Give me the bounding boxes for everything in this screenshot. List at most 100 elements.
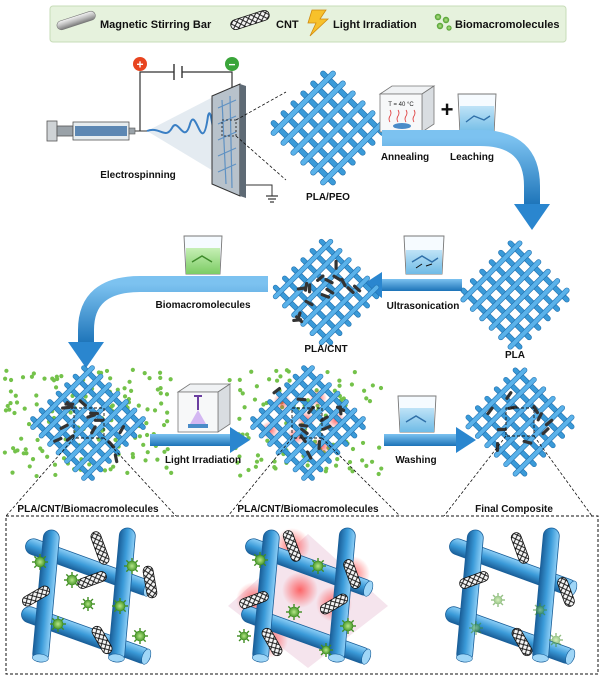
biomacromolecule-icon: [32, 554, 48, 570]
biomacromolecule-icon: [34, 473, 39, 479]
detail-final-composite: [445, 527, 578, 665]
biomacromolecule-faint-icon: [491, 593, 505, 607]
fiber: [300, 91, 365, 156]
cnt-icon: [61, 405, 72, 410]
biomacromolecule-icon: [124, 558, 140, 574]
fiber: [319, 239, 379, 299]
positive-sign: +: [136, 58, 143, 72]
washing-label: Washing: [395, 455, 436, 466]
detail-pla-cnt-bio: [21, 527, 158, 665]
cnt-tube: [261, 627, 283, 657]
fiber: [513, 368, 574, 429]
biomacromolecule-icon: [158, 375, 163, 380]
fiber: [310, 110, 375, 175]
fiber: [498, 278, 560, 340]
biomacromolecule-icon: [147, 376, 152, 381]
cnt-icon: [296, 397, 307, 402]
cnt-tube: [343, 559, 361, 589]
biomacromolecule-icon: [23, 447, 28, 452]
mesh-pla-cnt: [272, 238, 380, 346]
fiber: [56, 391, 120, 455]
biomacromolecule-icon: [238, 473, 243, 478]
biomacromolecule-icon: [112, 598, 128, 614]
zoom-box-1: [73, 407, 105, 439]
biomacromolecules-beaker-icon: [183, 235, 223, 275]
fiber: [291, 267, 351, 327]
biomacromolecule-icon: [125, 470, 130, 475]
pla-cnt-bio-label-2: PLA/CNT/Biomacromolecules: [237, 504, 379, 515]
biomacromolecule-icon: [5, 403, 10, 409]
biomacromolecule-icon: [157, 370, 163, 375]
biomacromolecule-icon: [349, 382, 355, 387]
biomacromolecule-icon: [87, 462, 92, 467]
cnt-icon: [320, 293, 331, 299]
biomacromolecule-icon: [50, 376, 55, 381]
biomacromolecule-icon: [14, 400, 20, 405]
fiber-tube: [108, 527, 136, 663]
legend-cnt-label: CNT: [276, 19, 299, 31]
fiber: [64, 399, 129, 464]
biomacromolecule-icon: [287, 378, 292, 383]
biomacromolecule-icon: [337, 383, 342, 388]
legend-light-label: Light Irradiation: [333, 19, 417, 31]
fiber: [259, 374, 323, 438]
biomacromolecule-icon: [259, 457, 264, 462]
biomacromolecule-icon: [252, 397, 258, 402]
cnt-icon: [332, 274, 342, 282]
biomacromolecule-icon: [246, 467, 251, 473]
fiber: [485, 387, 546, 448]
biomacromolecule-icon: [52, 462, 58, 467]
fiber: [470, 250, 532, 312]
fiber: [319, 285, 379, 345]
cnt-icon: [65, 434, 75, 442]
cnt-icon: [325, 287, 335, 295]
cnt-icon: [59, 423, 69, 430]
biomacromolecule-icon: [19, 436, 24, 441]
biomacromolecule-icon: [165, 410, 170, 415]
biomacromolecule-icon: [249, 369, 254, 374]
zoom-leaders: [5, 435, 593, 517]
biomacromolecule-icon: [245, 432, 250, 437]
biomacromolecule-icon: [35, 437, 40, 443]
biomacromolecule-icon: [145, 407, 150, 412]
biomacromolecule-icon: [152, 408, 158, 413]
biomacromolecule-icon: [370, 383, 375, 388]
biomacromolecule-icon: [272, 464, 277, 470]
biomacromolecule-icon: [129, 388, 134, 393]
biomacromolecule-icon: [31, 371, 36, 376]
final-composite-label: Final Composite: [475, 504, 553, 515]
biomacromolecule-icon: [337, 378, 342, 383]
biomacromolecule-icon: [310, 558, 326, 574]
biomacromolecule-icon: [130, 455, 136, 460]
biomacromolecule-icon: [165, 419, 170, 424]
arrow-to-pla: [382, 130, 550, 230]
biomacromolecule-icon: [335, 457, 340, 462]
biomacromolecule-icon: [96, 370, 101, 375]
cnt-icon: [532, 405, 540, 415]
zoom-box-3: [505, 407, 535, 437]
cnt-tube: [511, 627, 533, 657]
fiber: [489, 269, 551, 331]
biomacromolecule-icon: [4, 368, 9, 373]
biomacromolecule-faint-icon: [533, 603, 547, 617]
biomacromolecule-icon: [130, 367, 135, 372]
fiber: [291, 91, 356, 156]
jet-cone: [146, 96, 219, 172]
biomacromolecule-icon: [350, 469, 355, 474]
biomacromolecule-icon: [104, 368, 110, 374]
biomacromolecule-icon: [34, 393, 39, 398]
cnt-icon: [346, 286, 355, 295]
fiber: [489, 259, 551, 321]
biomacromolecule-icon: [367, 398, 373, 404]
fiber: [508, 241, 569, 302]
biomacromolecule-icon: [143, 458, 148, 463]
biomacromolecule-icon: [377, 445, 382, 450]
fiber: [267, 382, 332, 447]
cnt-tube: [319, 593, 349, 615]
biomacromolecule-icon: [252, 552, 268, 568]
fiber: [273, 285, 333, 345]
fiber: [282, 248, 342, 308]
fiber: [320, 71, 385, 136]
biomacromolecule-icon: [122, 394, 128, 399]
cnt-icon: [300, 427, 309, 436]
